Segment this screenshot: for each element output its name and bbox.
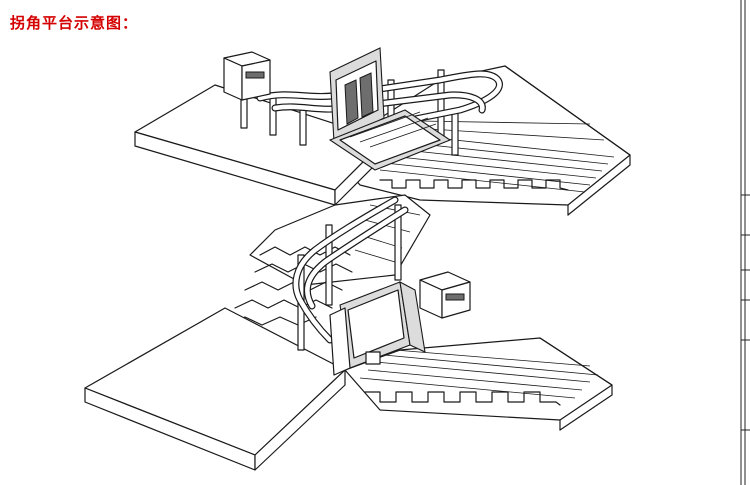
lower-stair-treads — [359, 349, 599, 399]
upper-platform-lift — [328, 47, 452, 171]
lower-stair-flight — [344, 337, 613, 431]
lower-platform-lift — [329, 280, 426, 376]
upper-stair-flight — [329, 65, 631, 216]
upper-control-box — [223, 51, 271, 101]
drawing-frame-edge — [740, 0, 750, 485]
upper-stair-treads — [379, 120, 615, 193]
diagram-caption: 拐角平台示意图： — [10, 14, 139, 32]
lower-landing — [84, 307, 346, 471]
lower-control-box — [419, 271, 471, 319]
